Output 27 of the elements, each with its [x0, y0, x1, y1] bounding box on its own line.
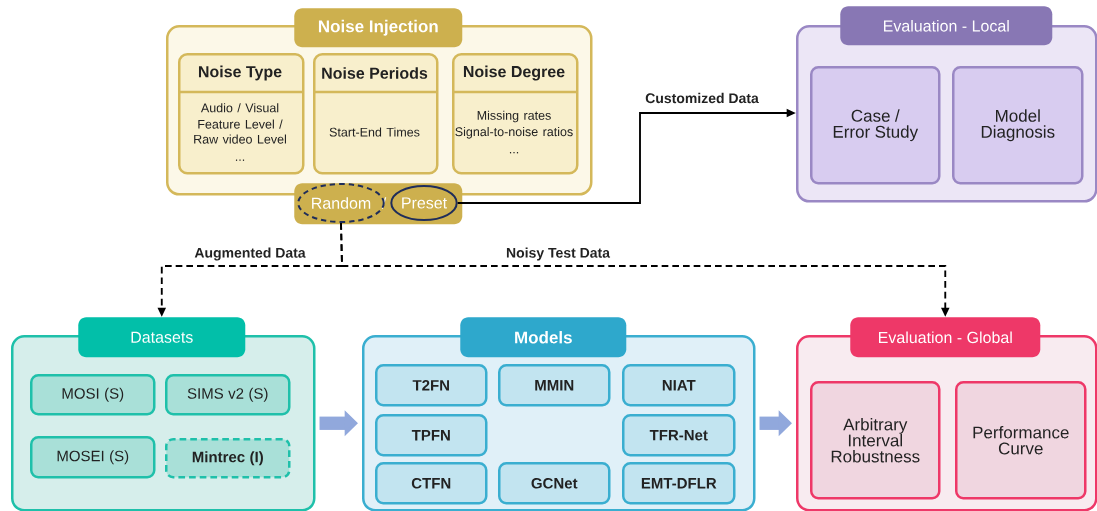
- title-tab: Models: [460, 317, 627, 358]
- model-box: NIAT: [622, 364, 736, 407]
- title-tab: Evaluation - Global: [850, 317, 1041, 358]
- model-box: EMT-DFLR: [622, 462, 736, 505]
- model-box: TFR-Net: [622, 414, 736, 457]
- dataset-box: MOSEI (S): [30, 436, 156, 479]
- category-card: Noise Degree Missing rates Signal-to-noise ratios ...: [452, 53, 579, 175]
- dataset-box: Mintrec (I): [165, 438, 291, 479]
- category-card: Noise Periods Start-End Times: [313, 53, 439, 175]
- title-tab: Noise Injection: [294, 8, 463, 48]
- dataset-box: SIMS v2 (S): [165, 374, 291, 416]
- evaluation-box: Arbitrary Interval Robustness: [810, 381, 941, 500]
- title-tab: Datasets: [78, 317, 246, 358]
- evaluation-box: Model Diagnosis: [952, 66, 1084, 185]
- edge-label: Customized Data: [643, 91, 761, 105]
- model-box: GCNet: [498, 462, 611, 505]
- model-box: TPFN: [375, 414, 488, 457]
- evaluation-box: Case / Error Study: [810, 66, 941, 185]
- title-tab: Evaluation - Local: [840, 6, 1053, 46]
- model-box: MMIN: [498, 364, 611, 407]
- edge-label: Augmented Data: [193, 246, 307, 262]
- evaluation-box: Performance Curve: [955, 381, 1087, 500]
- category-card: Noise Type Audio / Visual Feature Level / Raw video Level ...: [178, 53, 305, 175]
- model-box: CTFN: [375, 462, 488, 505]
- model-box: T2FN: [375, 364, 488, 407]
- edge-label: Noisy Test Data: [504, 246, 612, 262]
- dataset-box: MOSI (S): [30, 374, 156, 416]
